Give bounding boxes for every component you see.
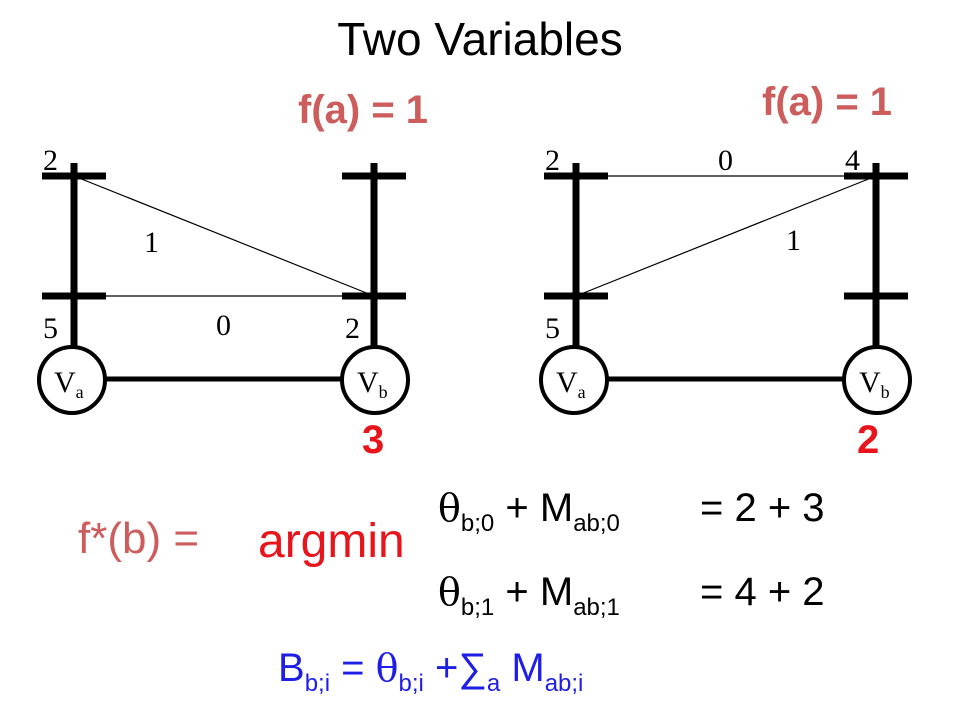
left-b-bottom-weight: 2	[345, 312, 360, 345]
equation-row-1: θb;1 + Mab;1	[438, 570, 620, 621]
left-graph: 2 5 2 1 0 Va Vb	[37, 144, 410, 415]
left-edge-top-weight: 1	[144, 226, 159, 259]
left-node-b	[340, 345, 410, 415]
right-edge-bottom	[575, 175, 877, 297]
equation-row-1-rhs: = 4 + 2	[700, 570, 825, 614]
right-edge-top-weight: 0	[718, 144, 733, 177]
right-node-a-label: Va	[556, 366, 586, 402]
right-result: 2	[857, 418, 880, 462]
belief-formula: Bb;i = θb;i +∑a Mab;i	[278, 646, 584, 697]
right-a-bottom-weight: 5	[545, 312, 560, 345]
right-node-b	[842, 345, 912, 415]
fstar-label: f*(b) =	[78, 514, 200, 563]
equation-row-0-rhs: = 2 + 3	[700, 486, 825, 530]
left-a-bottom-weight: 5	[43, 312, 58, 345]
page-title: Two Variables	[337, 13, 623, 65]
left-result: 3	[362, 418, 385, 462]
right-node-a	[539, 345, 609, 415]
right-a-top-weight: 2	[545, 144, 560, 177]
left-edge-top	[73, 175, 375, 297]
right-fa-label: f(a) = 1	[762, 80, 893, 124]
right-graph: 2 5 4 0 1 Va Vb	[539, 144, 912, 415]
right-node-b-label: Vb	[859, 366, 890, 402]
left-node-a-label: Va	[54, 366, 84, 402]
equation-row-0: θb;0 + Mab;0	[438, 486, 620, 537]
left-a-top-weight: 2	[43, 144, 58, 177]
right-edge-bottom-weight: 1	[786, 224, 801, 257]
left-node-a	[37, 345, 107, 415]
left-fa-label: f(a) = 1	[298, 88, 429, 132]
argmin-label: argmin	[258, 515, 405, 568]
left-node-b-label: Vb	[357, 366, 388, 402]
right-b-top-weight: 4	[845, 144, 860, 177]
left-edge-bottom-weight: 0	[216, 309, 231, 342]
